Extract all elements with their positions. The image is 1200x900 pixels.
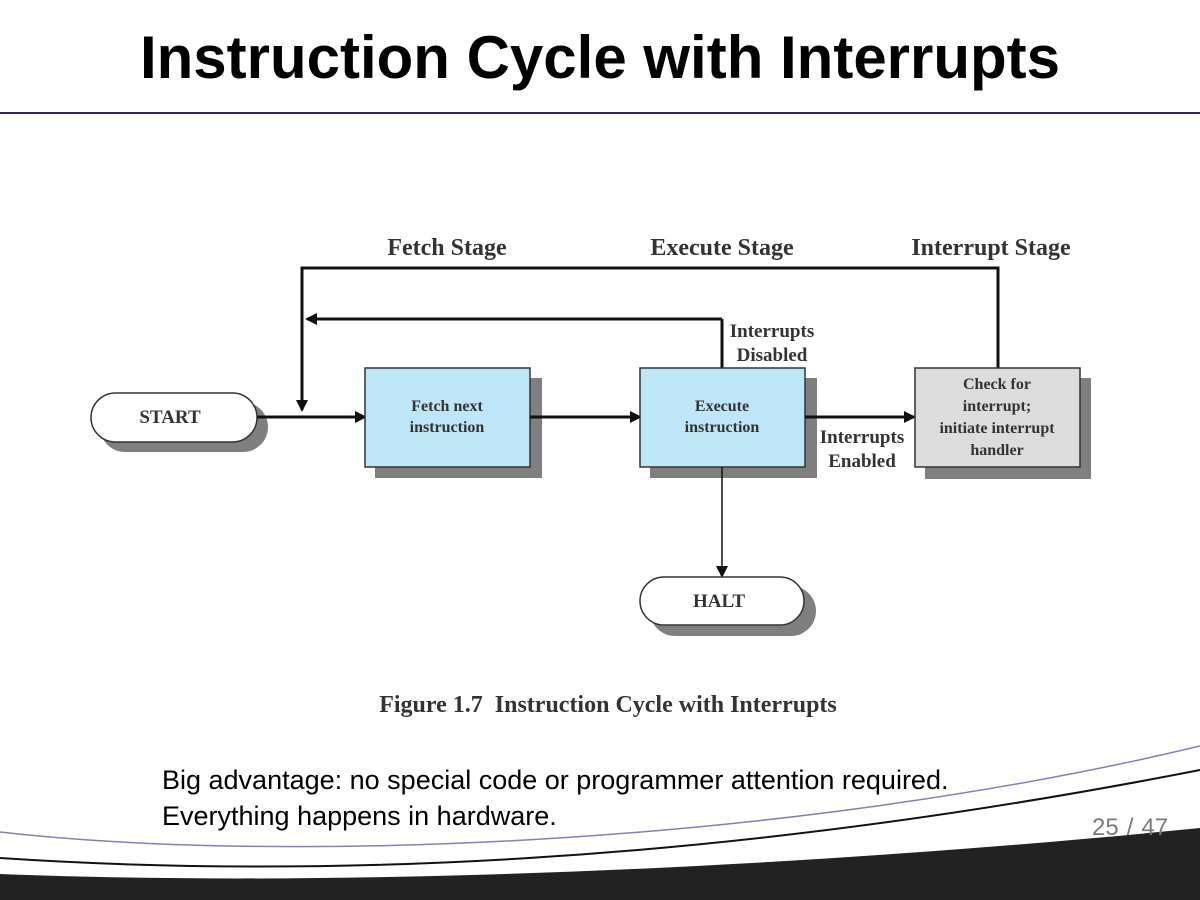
halt-label: HALT [693,591,745,612]
interrupts-disabled-line-2: Disabled [737,345,808,366]
fetch-stage-label: Fetch Stage [387,235,507,261]
footer-swoosh-purple [0,745,1200,848]
check-interrupt-node [914,367,1081,468]
execute-node-line-2: instruction [685,419,760,436]
interrupts-enabled-line-1: Interrupts [820,427,904,448]
page-separator: / [1126,814,1134,841]
interrupt-return-arrow [296,266,1000,412]
fetch-instruction-node [364,367,531,468]
check-node-line-1: Check for [963,376,1031,393]
interrupts-enabled-line-2: Enabled [828,451,896,472]
check-node-line-3: initiate interrupt [939,420,1055,437]
title-divider [0,112,1200,114]
page-indicator: 25 / 47 [1092,814,1176,842]
footer-dark-band [0,828,1200,900]
halt-node [639,576,805,626]
body-line-1: Big advantage: no special code or progra… [162,765,949,795]
check-node-line-2: interrupt; [963,398,1031,415]
execute-stage-label: Execute Stage [650,235,794,261]
check-node-line-4: handler [970,442,1023,459]
fetch-node-line-1: Fetch next [411,398,483,415]
interrupts-disabled-line-1: Interrupts [730,321,814,342]
figure-caption: Figure 1.7 Instruction Cycle with Interr… [379,692,837,718]
footer-swoosh-dark [0,769,1200,868]
page-total: 47 [1141,814,1169,841]
fetch-node-line-2: instruction [410,419,485,436]
execute-node-line-1: Execute [695,398,749,415]
body-line-2: Everything happens in hardware. [162,801,557,831]
interrupt-stage-label: Interrupt Stage [911,235,1071,261]
slide-title: Instruction Cycle with Interrupts [139,24,1061,91]
page-current: 25 [1092,814,1119,841]
start-label: START [139,407,201,428]
